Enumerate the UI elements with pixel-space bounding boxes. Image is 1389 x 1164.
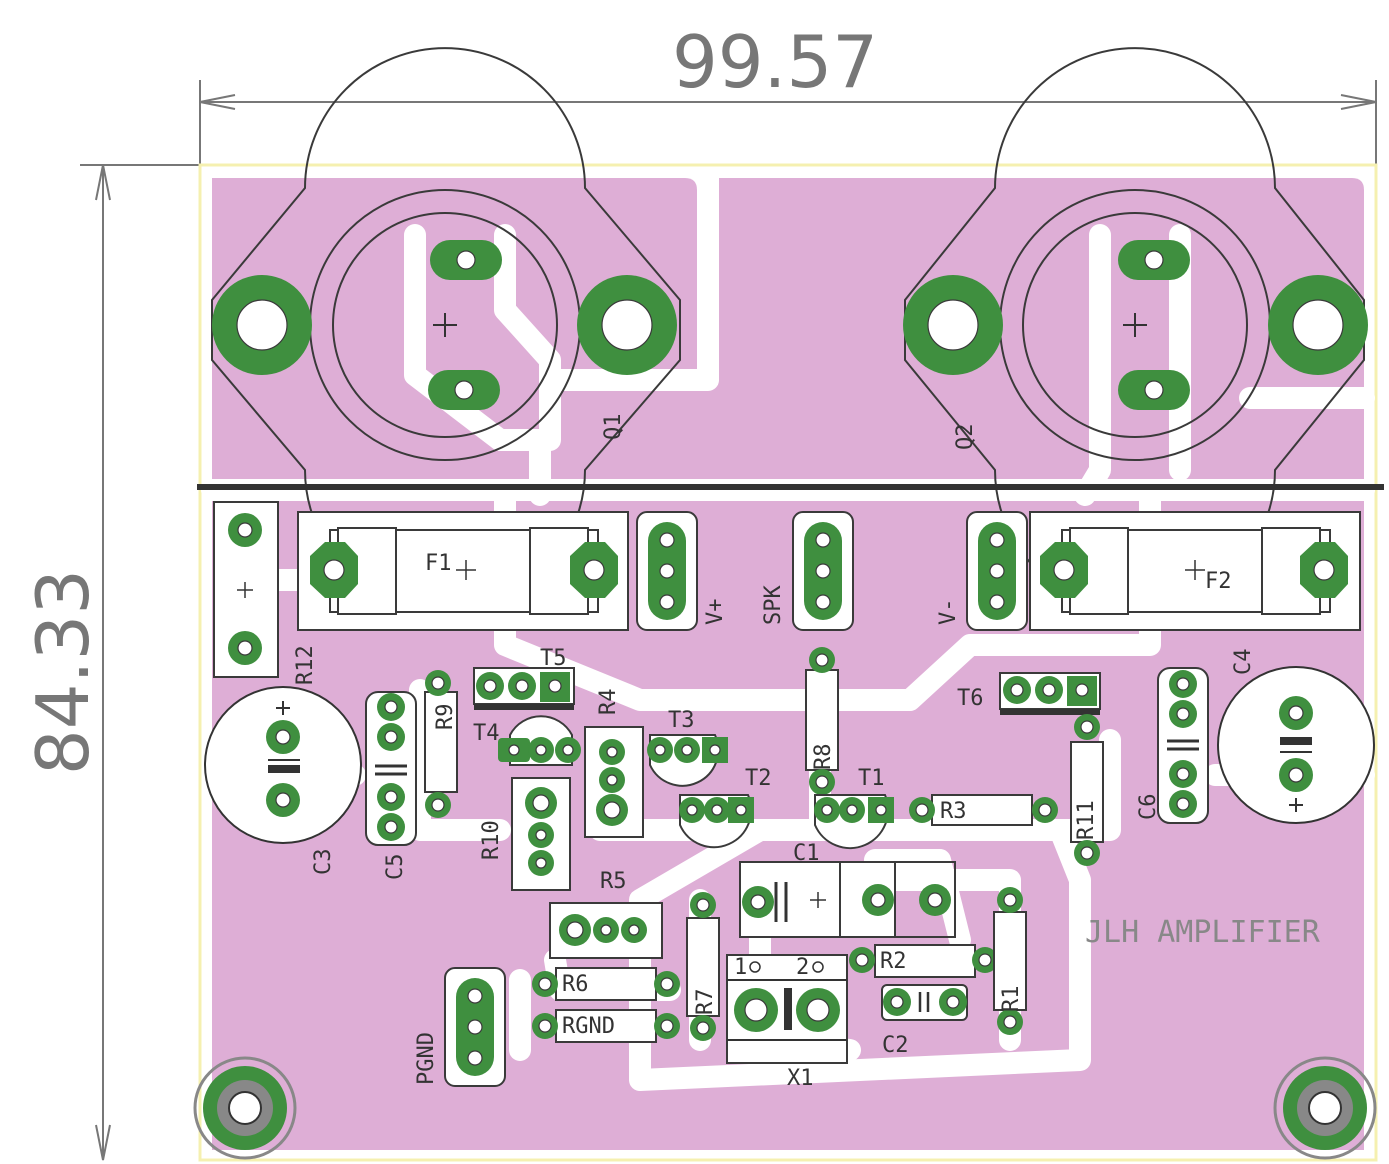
transistor-t2 xyxy=(679,794,754,849)
x1-pin2-label: 2 xyxy=(796,955,809,980)
transistor-q1 xyxy=(211,47,681,611)
resistor-r8 xyxy=(805,647,839,795)
height-dimension-label: 84.33 xyxy=(21,569,105,775)
resistor-r11 xyxy=(1070,714,1104,866)
resistor-r6 xyxy=(532,967,680,1001)
label-x1: X1 xyxy=(787,1066,814,1091)
transistor-q2 xyxy=(903,47,1368,611)
label-f2: F2 xyxy=(1205,569,1232,594)
label-c6: C6 xyxy=(1136,794,1161,821)
mounting-hole-left xyxy=(193,1056,297,1160)
label-r10: R10 xyxy=(479,820,504,860)
resistor-r3 xyxy=(909,794,1058,826)
label-vplus: V+ xyxy=(703,599,728,626)
label-q2: Q2 xyxy=(953,424,978,451)
label-t4: T4 xyxy=(473,721,500,746)
trimmer-r10 xyxy=(511,777,571,891)
label-r8: R8 xyxy=(811,744,836,771)
label-r3: R3 xyxy=(940,799,967,824)
fuse-f2 xyxy=(1029,511,1361,631)
connector-vplus xyxy=(636,511,698,631)
label-f1: F1 xyxy=(425,551,452,576)
transistor-t6 xyxy=(999,672,1101,715)
resistor-rgnd xyxy=(532,1009,680,1043)
height-dimension: 84.33 xyxy=(21,164,200,1161)
label-r2: R2 xyxy=(880,949,907,974)
label-r12: R12 xyxy=(293,645,318,685)
label-r7: R7 xyxy=(693,989,718,1016)
mounting-hole-right xyxy=(1273,1056,1377,1160)
label-t3: T3 xyxy=(668,708,695,733)
label-t2: T2 xyxy=(745,766,772,791)
trimmer-r4 xyxy=(584,726,644,838)
resistor-r1 xyxy=(993,887,1027,1035)
trimmer-r5 xyxy=(549,902,663,959)
connector-pgnd xyxy=(444,967,506,1087)
transistor-t3 xyxy=(647,734,728,787)
terminal-x1: 1 2 xyxy=(726,954,848,1064)
label-vminus: V- xyxy=(936,599,961,626)
fuse-f1 xyxy=(297,511,629,631)
resistor-r2 xyxy=(849,944,998,978)
capacitor-c4 xyxy=(1217,666,1375,824)
connector-spk xyxy=(792,511,854,631)
label-r6: R6 xyxy=(562,972,589,997)
label-c5: C5 xyxy=(383,854,408,881)
label-r9: R9 xyxy=(433,704,458,731)
label-t6: T6 xyxy=(957,686,984,711)
label-r1: R1 xyxy=(999,986,1024,1013)
transistor-t5 xyxy=(473,667,575,710)
label-r11: R11 xyxy=(1074,800,1099,840)
width-dimension-label: 99.57 xyxy=(672,20,878,104)
label-r5: R5 xyxy=(600,869,627,894)
resistor-r12 xyxy=(213,501,279,678)
label-c2: C2 xyxy=(882,1033,909,1058)
label-c4: C4 xyxy=(1231,649,1256,676)
label-c1: C1 xyxy=(793,841,820,866)
capacitor-c2 xyxy=(881,984,968,1021)
x1-pin1-label: 1 xyxy=(734,955,747,980)
label-c3: C3 xyxy=(311,849,336,876)
label-pgnd: PGND xyxy=(414,1032,439,1085)
label-spk: SPK xyxy=(761,585,786,625)
transistor-t4 xyxy=(498,715,581,766)
label-q1: Q1 xyxy=(601,414,626,441)
label-r4: R4 xyxy=(596,689,621,716)
connector-vminus xyxy=(966,511,1028,631)
label-rgnd: RGND xyxy=(562,1014,615,1039)
capacitor-c1 xyxy=(739,861,956,938)
label-t5: T5 xyxy=(540,646,567,671)
label-t1: T1 xyxy=(858,766,885,791)
width-dimension: 99.57 xyxy=(199,20,1377,165)
resistor-r7 xyxy=(686,892,720,1041)
capacitor-c3 xyxy=(204,686,362,844)
resistor-r9 xyxy=(424,670,458,818)
capacitor-c6 xyxy=(1157,667,1209,824)
capacitor-c5 xyxy=(365,691,417,846)
board-title: JLH AMPLIFIER xyxy=(1085,915,1321,950)
transistor-t1 xyxy=(814,794,894,850)
